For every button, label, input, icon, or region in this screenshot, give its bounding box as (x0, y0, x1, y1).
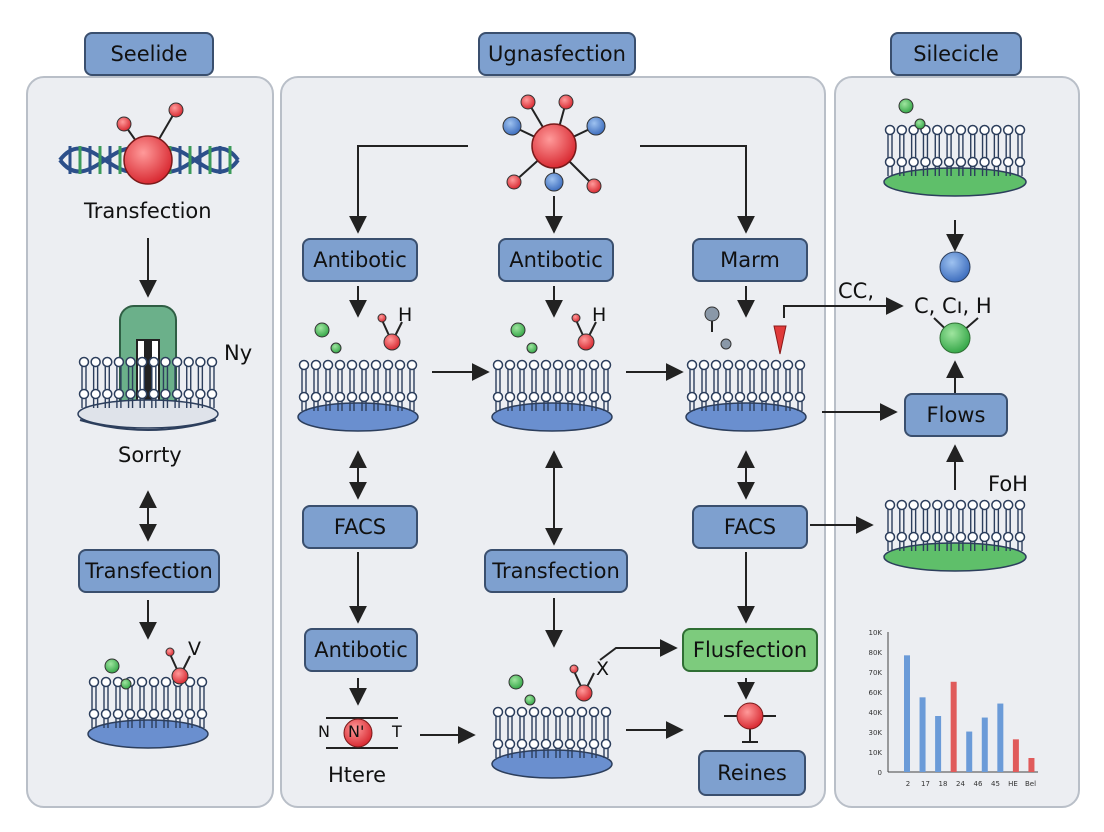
atom (544, 172, 564, 192)
v-label: V (188, 638, 201, 660)
flusfection-box: Flusfection (682, 628, 818, 672)
red-molecule (123, 135, 173, 185)
cell-membrane (491, 706, 613, 779)
atom (558, 94, 574, 110)
x-tick-label: 17 (921, 780, 930, 788)
cell-membrane (491, 359, 613, 432)
y-tick-label: 0 (878, 769, 882, 777)
x-tick-label: 24 (956, 780, 965, 788)
bar (966, 731, 973, 772)
atom (586, 178, 602, 194)
ligand-group (314, 313, 403, 354)
bar (904, 655, 910, 772)
ion-channel (326, 717, 398, 749)
bar-chart: 10K 80K 70K 60K 40K 30K 10K 0 2 17 18 24 46 45 HE Bel (869, 629, 1038, 788)
transfection-caption: Transfection (84, 199, 212, 223)
flow-arrow (599, 639, 678, 661)
sorrty-caption: Sorrty (118, 443, 182, 467)
marm-box: Marm (692, 238, 808, 282)
left-panel (26, 76, 274, 808)
x-tick-label: 46 (974, 780, 983, 788)
facs-box-2: FACS (692, 505, 808, 549)
ny-label: Ny (224, 341, 253, 365)
cell-membrane (77, 356, 219, 429)
atom (506, 174, 522, 190)
n-center-label: N' (348, 722, 365, 741)
t-right-label: T (392, 722, 402, 741)
green-atom (898, 98, 914, 114)
left-panel-title: Seelide (84, 32, 214, 76)
blue-atom (939, 251, 971, 283)
y-tick-label: 60K (869, 689, 883, 697)
y-tick-label: 10K (869, 749, 883, 757)
bar (1012, 739, 1019, 772)
n-left-label: N (318, 722, 330, 741)
foh-label: FoH (988, 472, 1028, 496)
y-tick-label: 30K (869, 729, 883, 737)
y-tick-label: 40K (869, 709, 883, 717)
x-tick-label: HE (1008, 780, 1018, 788)
h-label-2: H (592, 304, 607, 326)
right-panel (834, 76, 1080, 808)
transfection-box-center: Transfection (484, 549, 628, 593)
central-atom (531, 123, 577, 169)
flow-arrow (349, 145, 468, 234)
network-molecule (502, 94, 606, 194)
htere-caption: Htere (328, 763, 387, 787)
antibotic-box-1: Antibotic (302, 238, 418, 282)
y-tick-label: 10K (869, 629, 883, 637)
y-tick-label: 80K (869, 649, 883, 657)
flows-box: Flows (904, 393, 1008, 437)
x-tick-label: Bel (1025, 780, 1036, 788)
cc-label: CC, (838, 279, 875, 303)
bar (935, 716, 942, 772)
green-atom (914, 118, 926, 130)
bar (950, 681, 957, 772)
transfection-box-left: Transfection (78, 549, 220, 593)
ligand-group (508, 664, 595, 706)
reines-box: Reines (698, 750, 806, 796)
dna-helix (58, 102, 240, 185)
bar (1028, 758, 1035, 772)
red-atom (116, 116, 132, 132)
cell-membrane (87, 676, 209, 749)
right-panel-title: Silecicle (890, 32, 1022, 76)
bar (997, 703, 1004, 772)
cell-membrane (883, 499, 1027, 572)
y-tick-label: 70K (869, 669, 883, 677)
atom (586, 116, 606, 136)
bar (981, 717, 988, 772)
h-label-1: H (398, 304, 413, 326)
x-label: X (596, 658, 610, 680)
center-panel-title: Ugnasfection (478, 32, 636, 76)
antibotic-box-2: Antibotic (498, 238, 614, 282)
red-cone (773, 325, 787, 355)
atom (520, 94, 536, 110)
facs-box-1: FACS (302, 505, 418, 549)
flow-arrow (783, 297, 904, 318)
cell-membrane (297, 359, 419, 432)
x-tick-label: 18 (939, 780, 948, 788)
x-tick-label: 45 (991, 780, 1000, 788)
green-molecule (933, 317, 979, 354)
atom (502, 116, 522, 136)
x-tick-label: 2 (906, 780, 910, 788)
cell-membrane (883, 124, 1027, 197)
c-formula-label: C, Cı, H (914, 294, 992, 318)
gray-ligand (704, 306, 787, 355)
cell-membrane (685, 359, 807, 432)
antibotic-box-3: Antibotic (304, 628, 418, 672)
red-atom (168, 102, 184, 118)
flow-arrow (640, 145, 755, 234)
ligand-group (104, 647, 191, 690)
reines-molecule (724, 702, 776, 743)
bar (919, 697, 926, 772)
ligand-group (510, 313, 597, 354)
